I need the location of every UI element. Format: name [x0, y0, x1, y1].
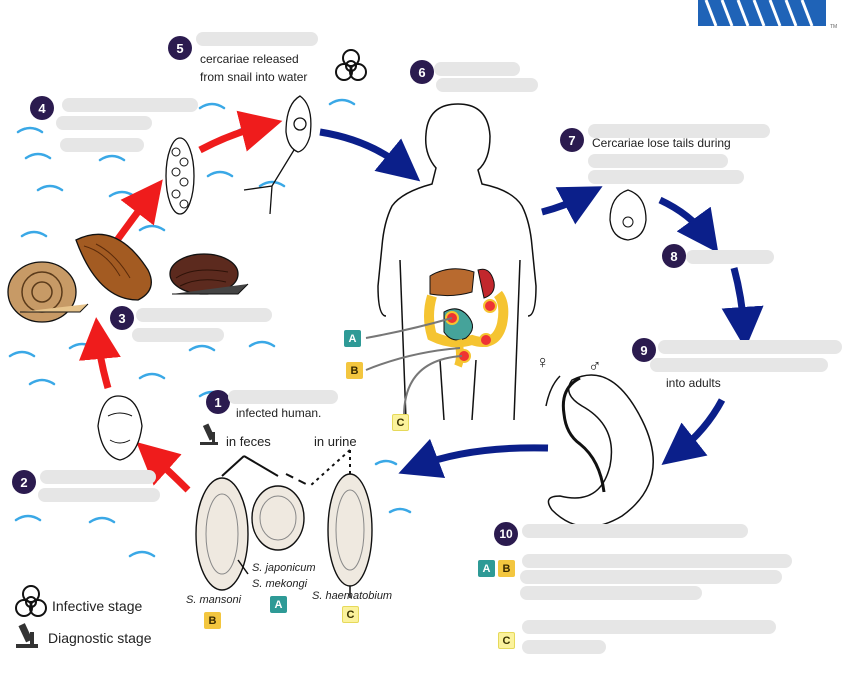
stage-badge-7: 7 [560, 128, 584, 152]
tag-b: B [498, 560, 515, 577]
tag-a: A [478, 560, 495, 577]
stage-5-label-line2: cercariae released [200, 52, 299, 66]
egg-mansoni [195, 477, 249, 591]
redacted-label [56, 116, 152, 130]
in-urine-label: in urine [314, 434, 357, 449]
redacted-label [650, 358, 828, 372]
tag-c: C [498, 632, 515, 649]
species-mekongi: S. mekongi [252, 578, 308, 590]
tag-a: A [270, 596, 287, 613]
tag-a: A [344, 330, 361, 347]
redacted-label [436, 78, 538, 92]
tag-c: C [342, 606, 359, 623]
sporocyst [165, 137, 195, 215]
snail-oncomelania [169, 253, 249, 295]
tag-c: C [392, 414, 409, 431]
stage-badge-4: 4 [30, 96, 54, 120]
stage-badge-6: 6 [410, 60, 434, 84]
schistosomulum [609, 189, 647, 241]
redacted-label [136, 308, 272, 322]
species-mansoni: S. mansoni [186, 594, 242, 606]
egg-haematobium [327, 473, 373, 598]
microscope-icon [200, 423, 218, 445]
redacted-label [40, 470, 156, 484]
stage-badge-10: 10 [494, 522, 518, 546]
biohazard-icon [335, 49, 367, 81]
redacted-label [228, 390, 338, 404]
redacted-label [522, 524, 748, 538]
snail-planorbid [7, 261, 89, 323]
stage-badge-8: 8 [662, 244, 686, 268]
redacted-label [62, 98, 198, 112]
stage-1-label-line2: infected human. [236, 406, 322, 420]
redacted-label [520, 570, 782, 584]
stage-badge-9: 9 [632, 338, 656, 362]
stage-badge-3: 3 [110, 306, 134, 330]
redacted-label [434, 62, 520, 76]
stage-badge-1: 1 [206, 390, 230, 414]
legend-infective: Infective stage [52, 598, 143, 614]
stage-badge-2: 2 [12, 470, 36, 494]
redacted-label [522, 640, 606, 654]
redacted-label [588, 154, 728, 168]
human-figure [377, 103, 537, 421]
redacted-label [658, 340, 842, 354]
organs [424, 268, 509, 368]
redacted-label [38, 488, 160, 502]
species-haematobium: S. haematobium [312, 590, 393, 602]
leader-lines [365, 317, 463, 417]
snail-conical [75, 233, 152, 301]
redacted-label [520, 586, 702, 600]
microscope-icon [16, 623, 38, 648]
redacted-label [588, 124, 770, 138]
egg-japonicum [251, 485, 305, 551]
snails [7, 233, 249, 323]
biohazard-icon [15, 585, 47, 617]
stage-9-label-line3: into adults [666, 376, 721, 390]
stage-7-label-line1: Cercariae lose tails during [592, 136, 731, 150]
svg-text:TM: TM [830, 24, 837, 30]
redacted-label [522, 554, 792, 568]
tag-b: B [204, 612, 221, 629]
stage-5-label-line3: from snail into water [200, 70, 308, 84]
redacted-label [196, 32, 318, 46]
redacted-label [522, 620, 776, 634]
male-symbol: ♂ [588, 356, 602, 376]
blue-arrows [319, 128, 764, 479]
redacted-label [588, 170, 744, 184]
redacted-label [132, 328, 224, 342]
adult-worms [545, 374, 654, 528]
legend-diagnostic: Diagnostic stage [48, 630, 152, 646]
miracidium [97, 395, 143, 461]
species-japonicum: S. japonicum [252, 562, 316, 574]
redacted-label [686, 250, 774, 264]
cercaria [243, 95, 312, 215]
cdc-logo: TM [698, 0, 837, 30]
in-feces-label: in feces [226, 434, 271, 449]
stage-badge-5: 5 [168, 36, 192, 60]
redacted-label [60, 138, 144, 152]
tag-b: B [346, 362, 363, 379]
egg-connectors [221, 449, 351, 487]
female-symbol: ♀ [536, 352, 550, 372]
